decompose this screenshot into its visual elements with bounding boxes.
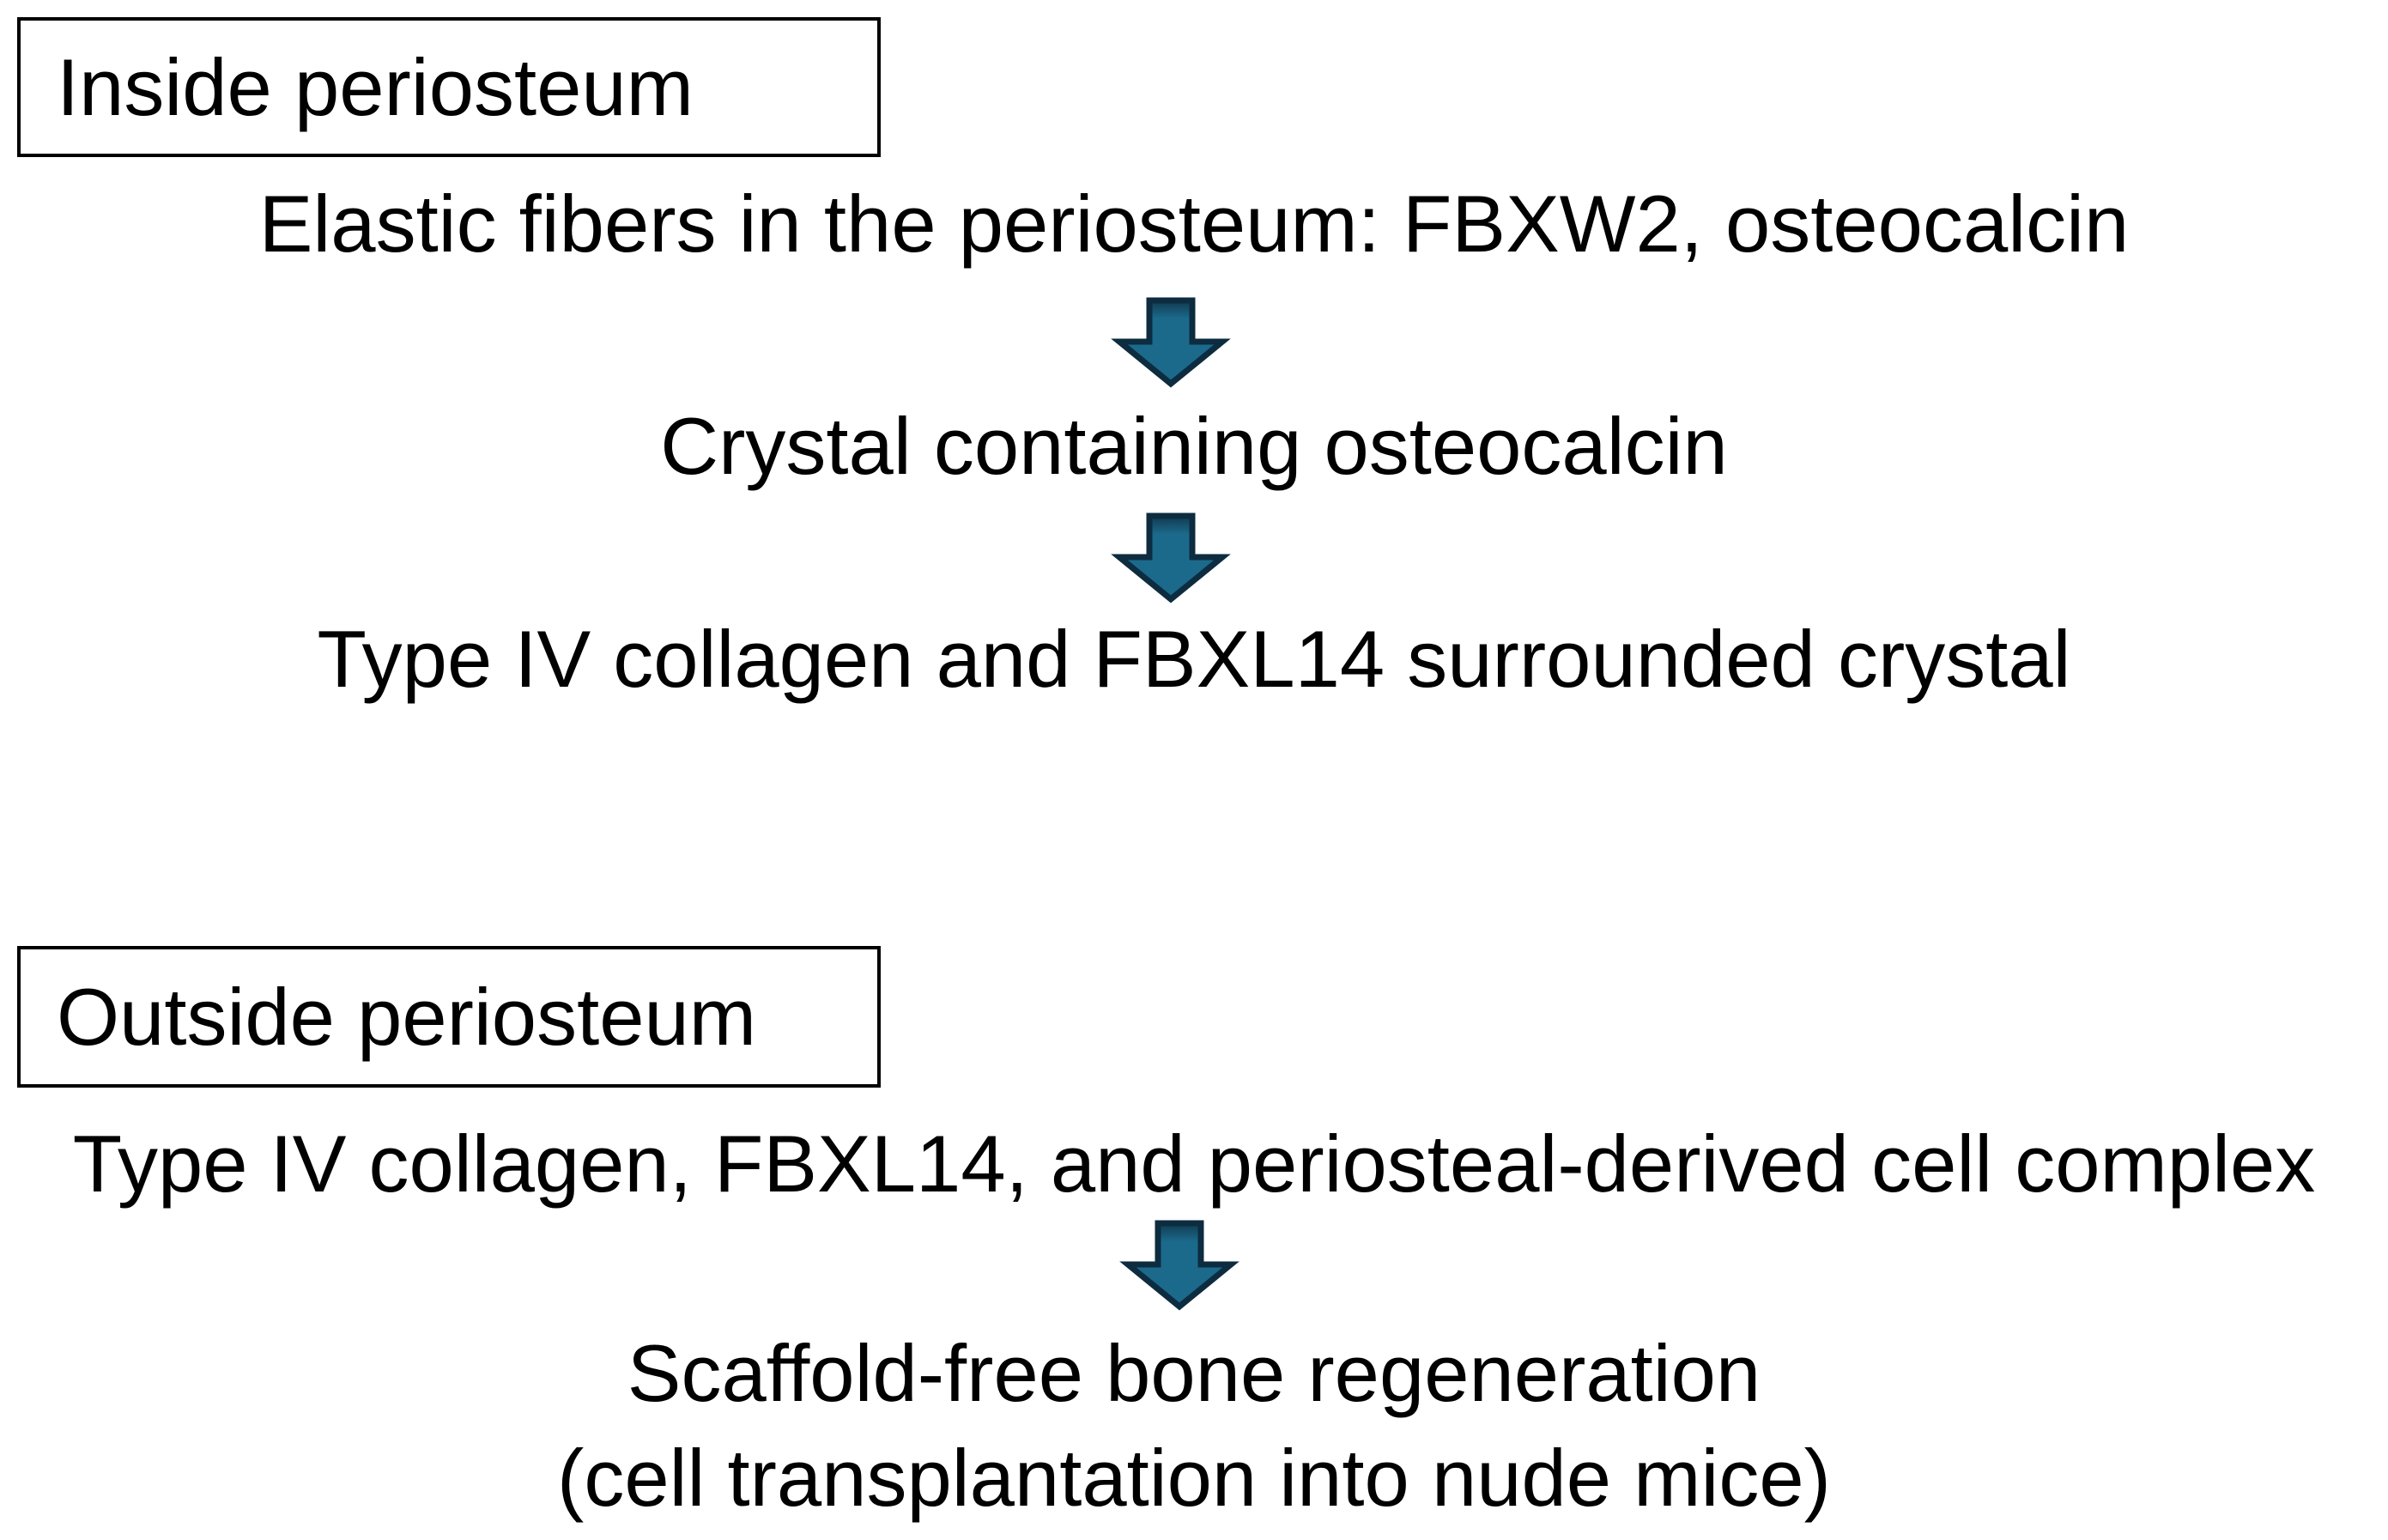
outside-periosteum-box: Outside periosteum <box>17 946 881 1088</box>
down-arrow-icon <box>1111 512 1231 605</box>
step-cell-complex: Type IV collagen, FBXL14, and periosteal… <box>72 1119 2316 1209</box>
step-elastic-fibers: Elastic fibers in the periosteum: FBXW2,… <box>258 179 2130 269</box>
step-crystal-osteocalcin: Crystal containing osteocalcin <box>660 401 1728 491</box>
step-collagen-surrounded-crystal: Type IV collagen and FBXL14 surrounded c… <box>317 614 2071 704</box>
down-arrow-icon <box>1111 297 1231 390</box>
inside-periosteum-label: Inside periosteum <box>57 41 694 132</box>
step-bone-regeneration: Scaffold-free bone regeneration (cell tr… <box>557 1328 1831 1524</box>
down-arrow-icon <box>1119 1220 1239 1313</box>
outside-periosteum-label: Outside periosteum <box>57 971 757 1062</box>
inside-periosteum-box: Inside periosteum <box>17 17 881 157</box>
